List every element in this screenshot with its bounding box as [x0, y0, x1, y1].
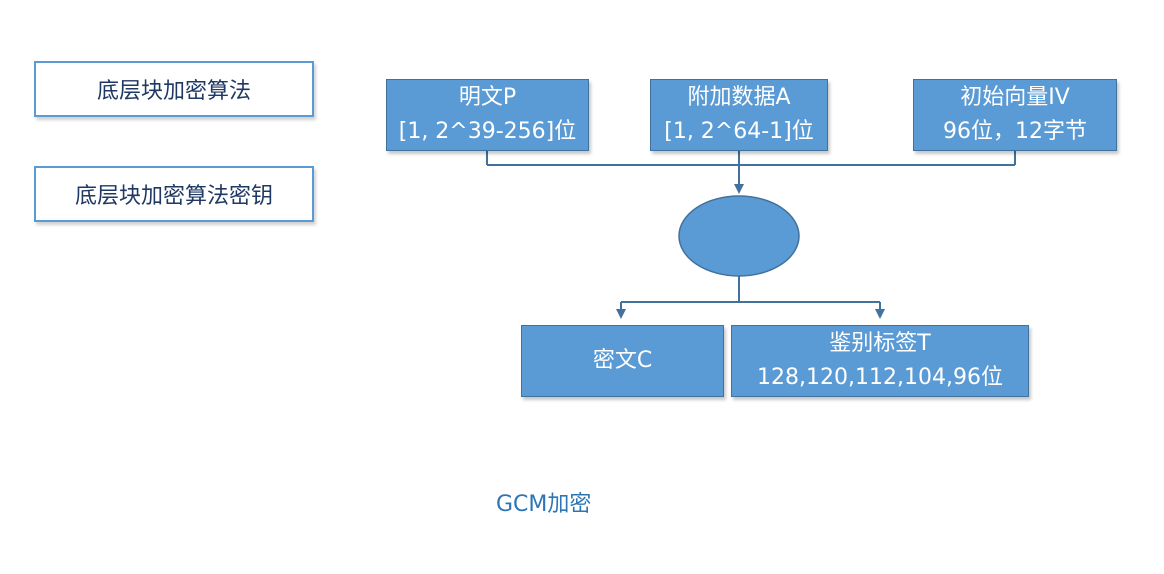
block-cipher-legend-box: 底层块加密算法 — [34, 61, 314, 117]
plaintext-detail: [1, 2^39-256]位 — [398, 119, 577, 144]
aad-detail: [1, 2^64-1]位 — [664, 119, 814, 144]
ciphertext-title: 密文C — [592, 348, 653, 373]
block-cipher-label: 底层块加密算法 — [96, 79, 251, 104]
ciphertext-box: 密文C — [521, 325, 724, 397]
tag-box: 鉴别标签T 128,120,112,104,96位 — [731, 325, 1029, 397]
tag-detail: 128,120,112,104,96位 — [757, 365, 1003, 390]
aad-title: 附加数据A — [687, 85, 791, 110]
iv-box: 初始向量IV 96位，12字节 — [913, 79, 1117, 151]
tag-title: 鉴别标签T — [829, 331, 931, 356]
block-cipher-key-legend-box: 底层块加密算法密钥 — [34, 166, 314, 222]
diagram-caption: GCM加密 — [496, 492, 592, 517]
aad-box: 附加数据A [1, 2^64-1]位 — [650, 79, 828, 151]
plaintext-title: 明文P — [458, 85, 517, 110]
iv-title: 初始向量IV — [960, 85, 1070, 110]
plaintext-box: 明文P [1, 2^39-256]位 — [386, 79, 589, 151]
iv-detail: 96位，12字节 — [943, 119, 1087, 144]
gcm-operation-ellipse — [678, 195, 800, 277]
block-cipher-key-label: 底层块加密算法密钥 — [74, 184, 273, 209]
